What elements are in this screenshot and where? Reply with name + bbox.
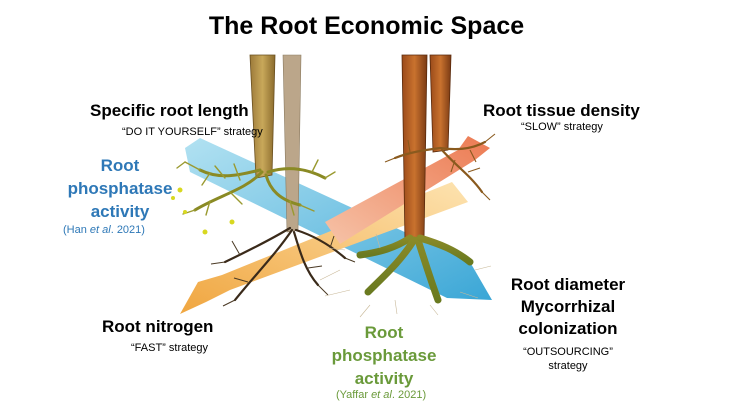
rd-strategy-line1: “OUTSOURCING” (523, 346, 613, 358)
srl-strategy: “DO IT YOURSELF” strategy (122, 126, 263, 138)
rpa-center-line2: phosphatase (331, 346, 437, 365)
rpa-left-line3: activity (90, 202, 150, 221)
rpa-center-citation: (Yaffar et al. 2021) (336, 389, 426, 401)
cite-et-al: et al (371, 389, 392, 401)
page-title: The Root Economic Space (208, 12, 525, 40)
rtd-strategy: “SLOW” strategy (521, 121, 603, 133)
cite-post: . 2021) (391, 389, 427, 401)
rd-strategy: “OUTSOURCING” strategy (493, 345, 643, 373)
rd-strategy-line2: strategy (548, 360, 588, 372)
rpa-left-line2: phosphatase (67, 179, 173, 198)
rd-label-line3: colonization (518, 319, 618, 338)
left-tree-roots-illustration (171, 54, 356, 307)
rpa-center-line1: Root (364, 323, 404, 342)
cite-post: . 2021) (110, 224, 145, 236)
rd-label-line2: Mycorrhizal (520, 297, 616, 316)
rn-label: Root nitrogen (102, 317, 214, 336)
cite-et-al: et al (89, 224, 111, 236)
rd-label-line1: Root diameter (510, 275, 626, 294)
rpa-center-line3: activity (354, 369, 414, 388)
srl-label: Specific root length (90, 101, 249, 120)
axis-arrows (180, 136, 492, 314)
rn-strategy: “FAST” strategy (131, 342, 209, 354)
rpa-left-citation: (Han et al. 2021) (63, 224, 145, 236)
cite-pre: (Han (63, 224, 90, 236)
rpa-center-label: Root phosphatase activity (324, 321, 444, 390)
right-tree-roots-illustration (319, 54, 496, 318)
rpa-left-label: Root phosphatase activity (60, 154, 180, 223)
rpa-left-line1: Root (100, 156, 140, 175)
cite-pre: (Yaffar (336, 389, 372, 401)
rtd-label: Root tissue density (483, 101, 640, 120)
rd-label: Root diameter Mycorrhizal colonization (493, 274, 643, 340)
